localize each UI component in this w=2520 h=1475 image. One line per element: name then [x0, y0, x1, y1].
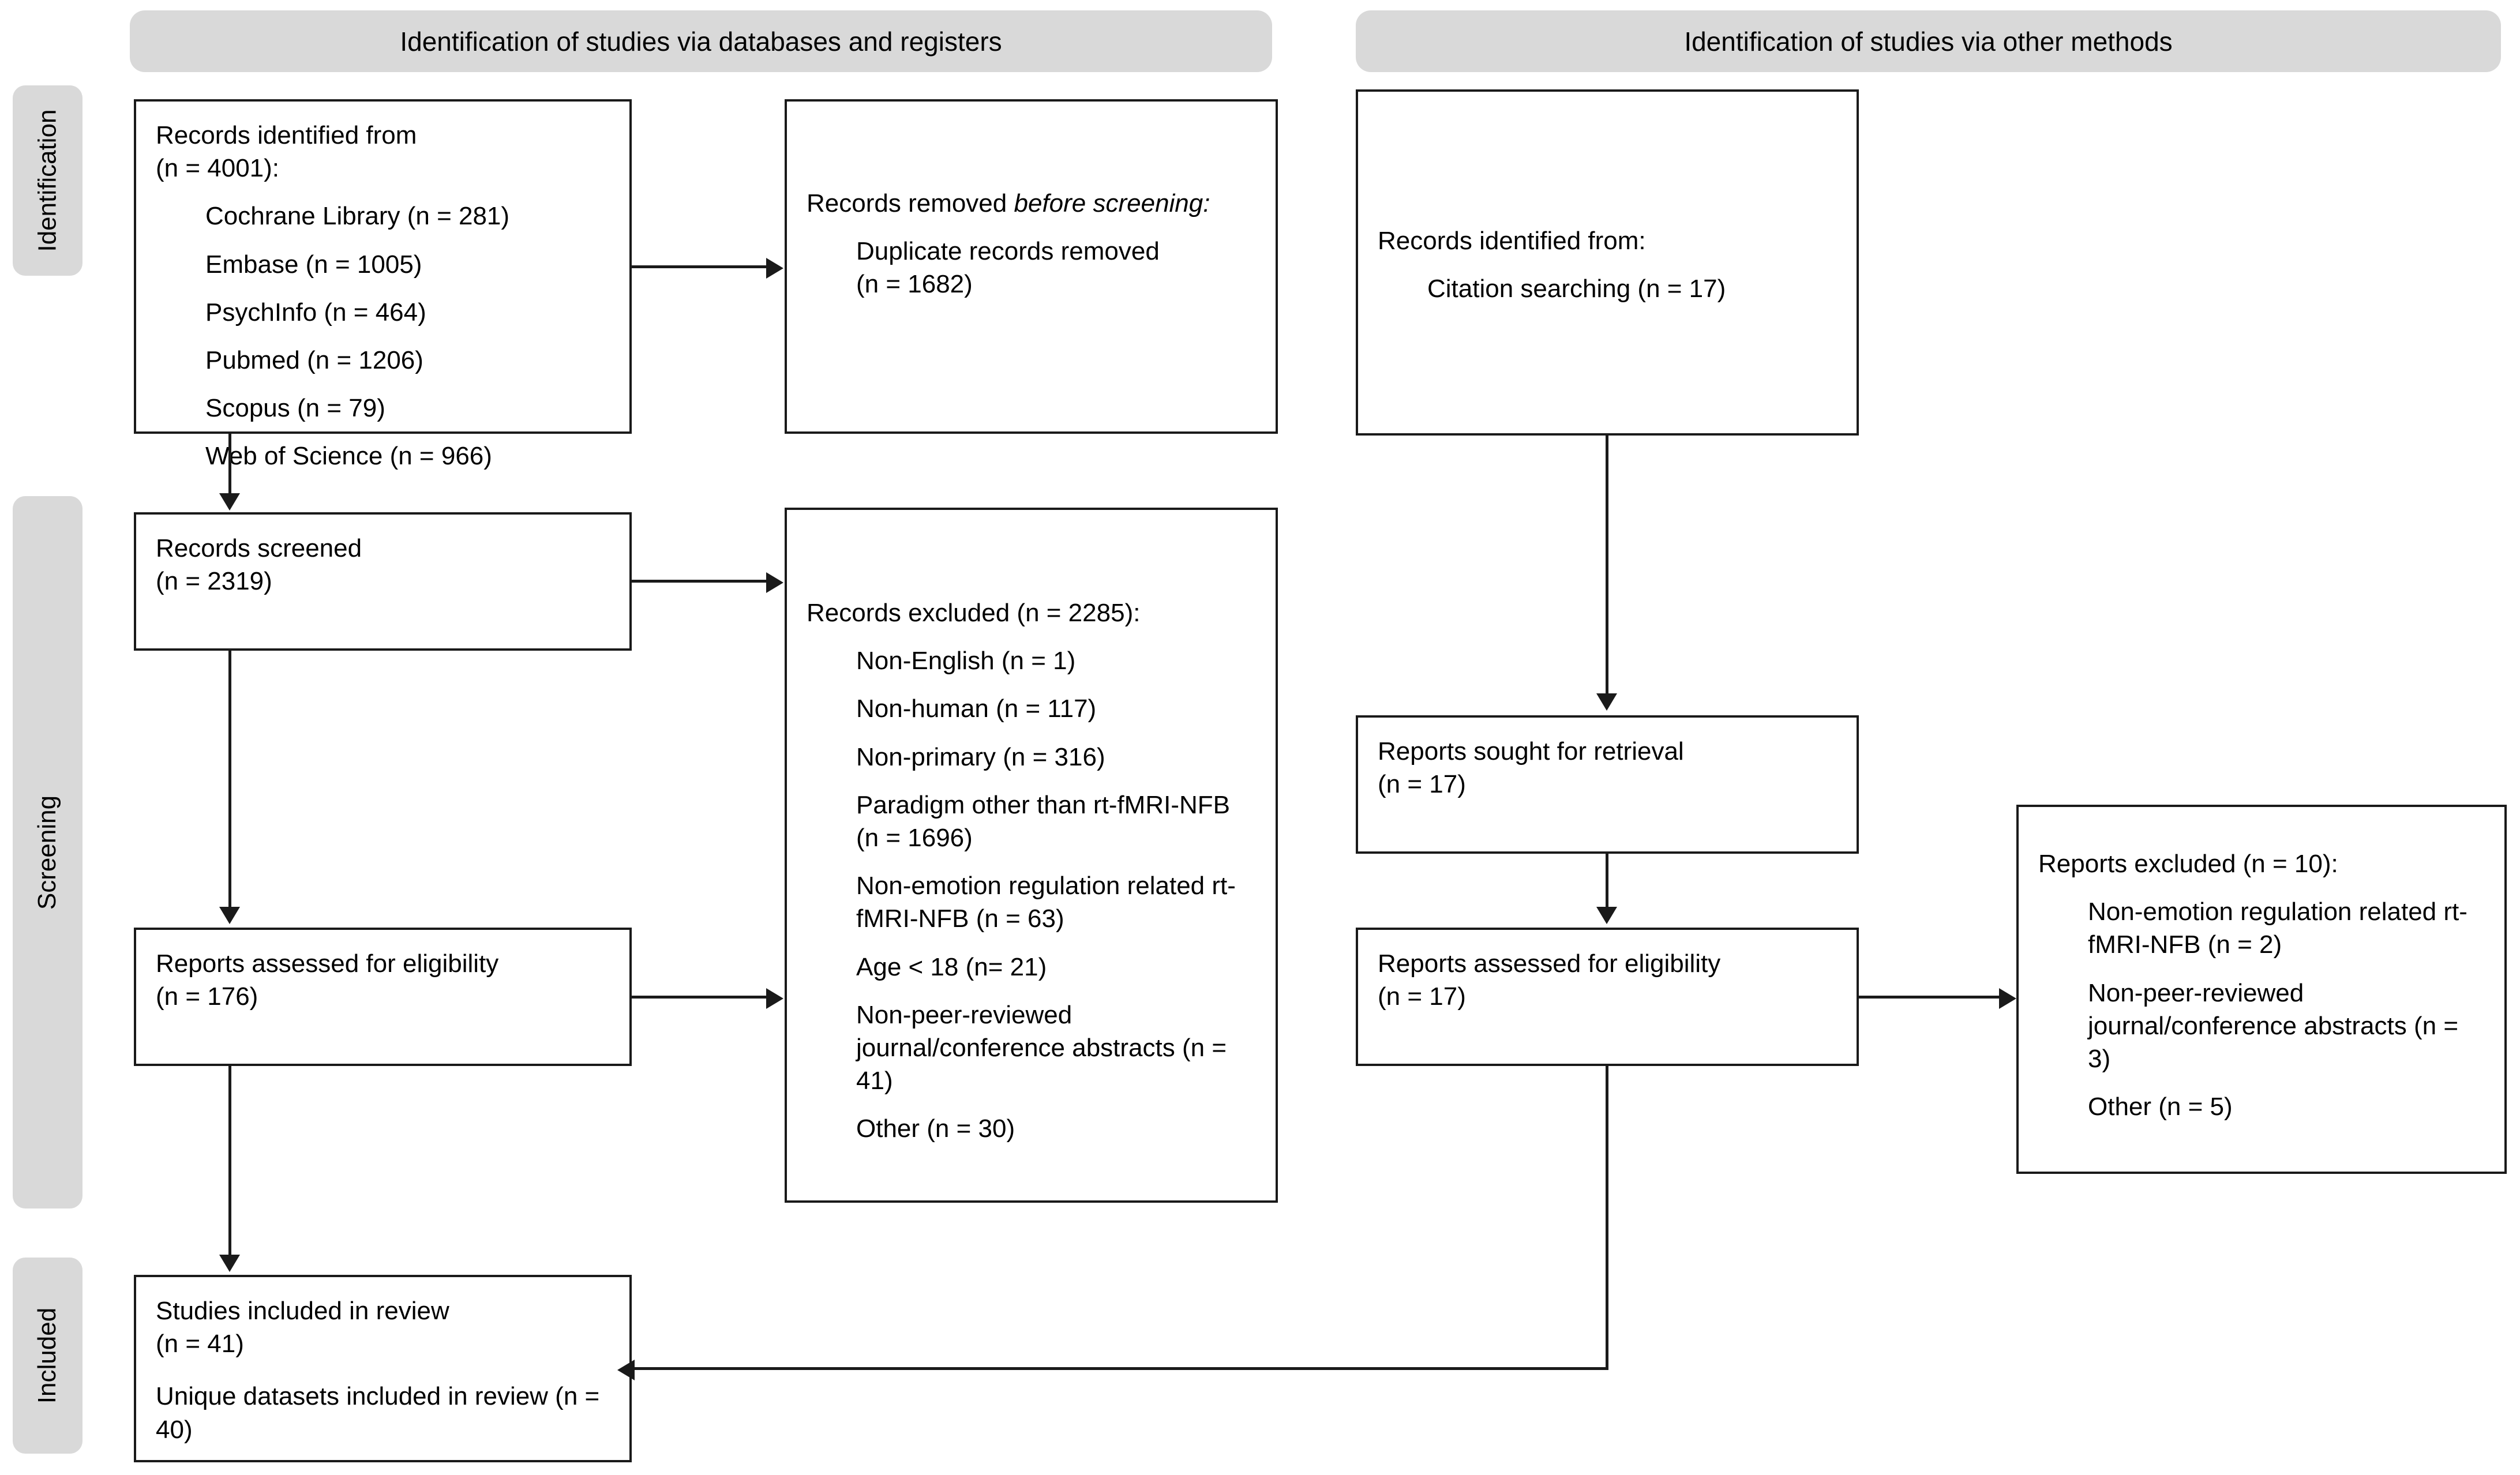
node-reports-assessed-eligibility-left: Reports assessed for eligibility (n = 17…	[134, 928, 632, 1066]
column-header-databases-label: Identification of studies via databases …	[400, 26, 1002, 57]
arrow-eligibility-right-to-excluded-right	[1999, 988, 2016, 1009]
list-item: Non-peer-reviewed journal/conference abs…	[2088, 978, 2459, 1073]
list-item: Duplicate records removed (n = 1682)	[856, 237, 1160, 299]
node-records-removed-items: Duplicate records removed (n = 1682)	[856, 235, 1256, 301]
node-records-identified-other: Records identified from: Citation search…	[1356, 89, 1859, 436]
node-unique-datasets-included-head: Unique datasets included in review (n = …	[156, 1382, 600, 1444]
node-reports-excluded-right: Reports excluded (n = 10): Non-emotion r…	[2016, 805, 2507, 1174]
connector-identified-to-screened	[228, 434, 231, 496]
node-studies-included: Studies included in review (n = 41) Uniq…	[134, 1275, 632, 1462]
arrow-sought-to-eligibility-right	[1596, 907, 1617, 924]
list-item: Non-human (n = 117)	[856, 695, 1097, 723]
node-reports-assessed-eligibility-left-head: Reports assessed for eligibility (n = 17…	[156, 949, 499, 1011]
node-records-identified: Records identified from (n = 4001): Coch…	[134, 99, 632, 470]
node-studies-included-head: Studies included in review (n = 41)	[156, 1297, 449, 1358]
arrow-eligibility-to-included	[219, 1255, 240, 1272]
connector-identified-to-removed	[632, 265, 767, 268]
list-item: Non-emotion regulation related rt-fMRI-N…	[2088, 898, 2468, 959]
node-reports-excluded-right-items: Non-emotion regulation related rt-fMRI-N…	[2088, 895, 2485, 1123]
connector-sought-to-eligibility-right	[1606, 854, 1608, 909]
node-records-removed-before-screening: Records removed before screening: Duplic…	[785, 99, 1278, 434]
list-item: Embase (n = 1005)	[205, 250, 422, 279]
connector-screened-to-excluded	[632, 580, 767, 583]
connector-eligibility-to-included	[228, 1066, 231, 1256]
column-header-other-methods-label: Identification of studies via other meth…	[1684, 26, 2173, 57]
connector-right-left-to-included	[635, 1367, 1608, 1370]
node-records-screened-head: Records screened (n = 2319)	[156, 534, 362, 596]
phase-label-identification: Identification	[33, 109, 62, 252]
node-records-screened: Records screened (n = 2319)	[134, 512, 632, 651]
list-item: Non-English (n = 1)	[856, 647, 1076, 675]
connector-eligibility-right-to-excluded-right	[1859, 996, 2000, 999]
arrow-right-to-included	[617, 1360, 635, 1380]
phase-bar-identification: Identification	[13, 85, 82, 276]
records-removed-plain: Records removed	[807, 189, 1014, 217]
connector-screened-to-eligibility	[228, 651, 231, 909]
node-records-identified-other-head: Records identified from:	[1378, 227, 1646, 255]
phase-label-included: Included	[33, 1307, 62, 1404]
list-item: Other (n = 30)	[856, 1114, 1015, 1143]
list-item: Pubmed (n = 1206)	[205, 346, 423, 374]
node-reports-assessed-eligibility-right-head: Reports assessed for eligibility (n = 17…	[1378, 949, 1721, 1011]
arrow-screened-to-excluded	[766, 572, 783, 593]
arrow-other-identified-to-sought	[1596, 693, 1617, 711]
list-item: PsychInfo (n = 464)	[205, 298, 426, 326]
list-item: Non-emotion regulation related rt-fMRI-N…	[856, 872, 1236, 933]
connector-other-identified-to-sought	[1606, 436, 1608, 695]
arrow-identified-to-removed	[766, 258, 783, 279]
node-records-identified-head: Records identified from (n = 4001):	[156, 121, 417, 183]
list-item: Web of Science (n = 966)	[205, 442, 492, 471]
node-records-identified-items: Cochrane Library (n = 281) Embase (n = 1…	[205, 200, 610, 472]
list-item: Cochrane Library (n = 281)	[205, 202, 510, 231]
column-header-databases: Identification of studies via databases …	[130, 10, 1272, 72]
connector-right-down-to-included	[1606, 1066, 1608, 1369]
node-reports-sought-for-retrieval: Reports sought for retrieval (n = 17)	[1356, 715, 1859, 854]
list-item: Citation searching (n = 17)	[1427, 275, 1726, 303]
arrow-identified-to-screened	[219, 493, 240, 511]
column-header-other-methods: Identification of studies via other meth…	[1356, 10, 2501, 72]
list-item: Non-peer-reviewed journal/conference abs…	[856, 1000, 1227, 1095]
node-reports-assessed-eligibility-right: Reports assessed for eligibility (n = 17…	[1356, 928, 1859, 1066]
node-records-excluded: Records excluded (n = 2285): Non-English…	[785, 508, 1278, 1203]
list-item: Scopus (n = 79)	[205, 394, 385, 423]
list-item: Non-primary (n = 316)	[856, 742, 1105, 771]
node-records-removed-head: Records removed before screening:	[807, 187, 1256, 220]
arrow-eligibility-to-excluded	[766, 988, 783, 1009]
phase-label-screening: Screening	[33, 795, 62, 910]
list-item: Other (n = 5)	[2088, 1093, 2233, 1121]
list-item: Age < 18 (n= 21)	[856, 952, 1047, 981]
node-reports-excluded-right-head: Reports excluded (n = 10):	[2038, 850, 2338, 878]
node-records-excluded-head: Records excluded (n = 2285):	[807, 599, 1141, 627]
phase-bar-included: Included	[13, 1258, 82, 1454]
records-removed-italic: before screening:	[1014, 189, 1210, 217]
node-reports-sought-head: Reports sought for retrieval (n = 17)	[1378, 737, 1684, 799]
connector-eligibility-to-excluded	[632, 996, 767, 999]
list-item: Paradigm other than rt-fMRI-NFB (n = 169…	[856, 790, 1230, 852]
arrow-screened-to-eligibility	[219, 907, 240, 924]
node-records-identified-other-items: Citation searching (n = 17)	[1427, 272, 1837, 305]
node-records-excluded-items: Non-English (n = 1) Non-human (n = 117) …	[856, 644, 1256, 1145]
phase-bar-screening: Screening	[13, 496, 82, 1208]
